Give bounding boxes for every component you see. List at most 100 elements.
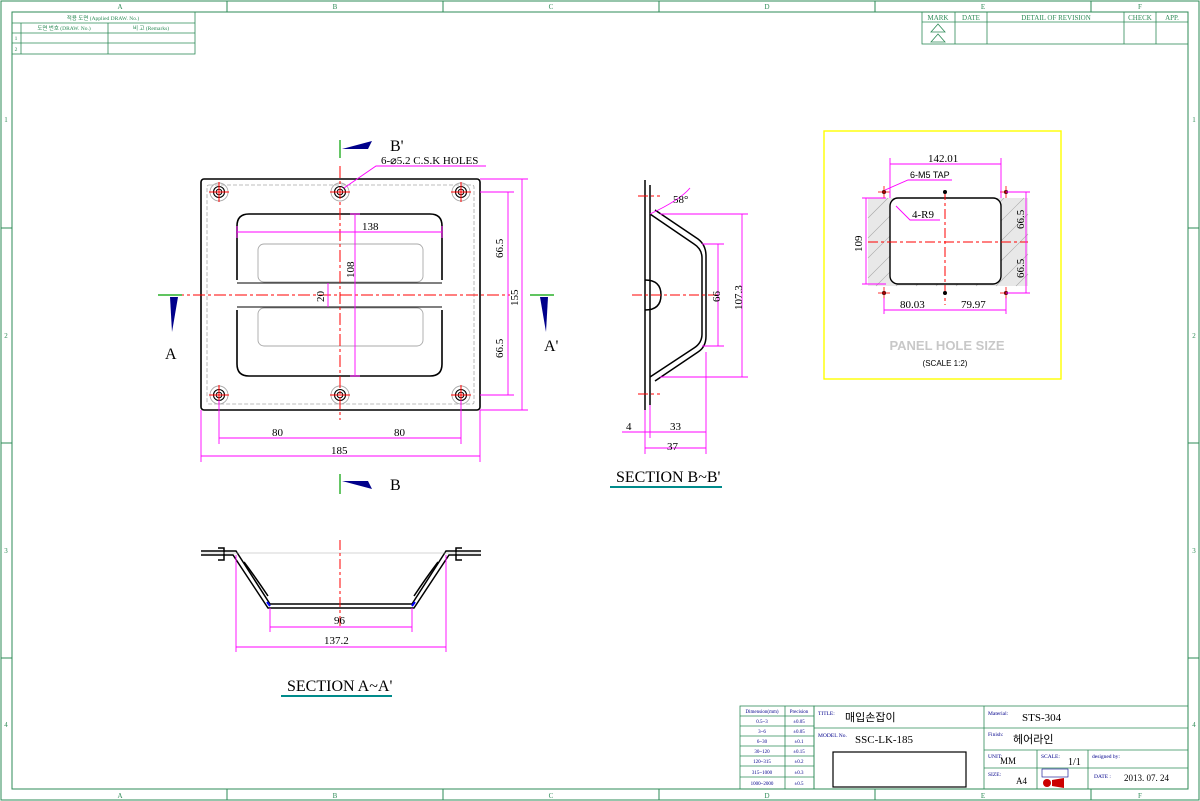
section-label-b-prime: B' (390, 138, 404, 155)
tol-header-dimension: Dimension(mm) (745, 710, 778, 715)
scale-value: 1/1 (1068, 757, 1081, 768)
dim-66-5-lower: 66.5 (494, 338, 506, 358)
applied-row-number: 1 (15, 36, 18, 42)
tol-header-precision: Precision (790, 710, 809, 715)
designed-label: designed by: (1092, 754, 1120, 760)
finish-label: Finish: (988, 732, 1004, 738)
row-label: 3 (4, 547, 8, 555)
revision-header-app: APP. (1165, 14, 1179, 22)
section-label-a-prime: A' (544, 338, 559, 355)
tol-dim: 120~315 (753, 760, 771, 765)
tol-dim: 0.5~3 (756, 720, 768, 725)
dim-155: 155 (509, 289, 521, 306)
applied-row-number: 2 (15, 47, 18, 53)
col-label: C (549, 3, 554, 11)
title-value: 매입손잡이 (845, 711, 896, 724)
dim-185: 185 (331, 445, 348, 457)
dim-37: 37 (667, 441, 679, 453)
tol-dim: 1000~2000 (751, 782, 774, 787)
col-label: F (1138, 792, 1142, 800)
panel-scale: (SCALE 1:2) (923, 359, 968, 368)
company-logo-icon (1041, 768, 1069, 788)
revision-header-date: DATE (962, 14, 980, 22)
dim-107-3: 107.3 (733, 285, 745, 310)
note-4-r9: 4-R9 (912, 209, 935, 221)
dim-80-right: 80 (394, 427, 406, 439)
tol-dim: 3~6 (758, 730, 766, 735)
title-block: TITLE: MODEL No. Material: Finish: UNIT:… (813, 705, 1189, 790)
revision-header-detail: DETAIL OF REVISION (1021, 14, 1091, 22)
revision-header-check: CHECK (1128, 14, 1152, 22)
date-value: 2013. 07. 24 (1124, 773, 1170, 783)
dim-138: 138 (362, 221, 379, 233)
tol-prec: ±0.15 (793, 750, 805, 755)
material-value: STS-304 (1022, 712, 1062, 724)
row-label: 3 (1192, 547, 1196, 555)
date-label: DATE : (1094, 774, 1111, 780)
row-label: 4 (4, 721, 8, 729)
size-label: SIZE: (988, 772, 1002, 778)
scale-label: SCALE: (1041, 754, 1060, 760)
dim-66-5-panel-lower: 66.5 (1015, 258, 1027, 278)
tol-prec: ±0.05 (793, 720, 805, 725)
dim-137-2: 137.2 (324, 635, 349, 647)
finish-value: 헤어라인 (1013, 733, 1053, 746)
dim-79-97: 79.97 (961, 299, 986, 311)
row-label: 2 (4, 332, 8, 340)
dim-66-5-panel-upper: 66.5 (1015, 209, 1027, 229)
revision-header-mark: MARK (927, 14, 948, 22)
col-label: C (549, 792, 554, 800)
revision-table: MARK DATE DETAIL OF REVISION CHECK APP. (921, 11, 1189, 45)
material-label: Material: (988, 711, 1009, 717)
dim-33: 33 (670, 421, 682, 433)
tol-prec: ±0.2 (795, 760, 804, 765)
row-label: 1 (1192, 116, 1196, 124)
unit-label: UNIT: (988, 754, 1003, 760)
tol-dim: 315~1000 (752, 771, 773, 776)
note-6-m5-tap: 6-M5 TAP (910, 170, 950, 180)
section-label-b: B (390, 477, 401, 494)
holes-note: 6-⌀5.2 C.S.K HOLES (381, 155, 478, 167)
row-label: 4 (1192, 721, 1196, 729)
dim-96: 96 (334, 615, 346, 627)
panel-hole-size: 142.01 6-M5 TAP 4-R9 109 66.5 66.5 80.03… (823, 130, 1062, 380)
section-b-b: 58° 66 107.3 4 33 37 SECTION B~B' (610, 180, 748, 488)
section-arrow-icon (170, 141, 548, 489)
col-label: A (117, 3, 122, 11)
section-label-a: A (165, 346, 177, 363)
applied-drawing-table: 적용 도면 (Applied DRAW. No.) 도면 번호 (DRAW. N… (11, 11, 196, 55)
logo-box (832, 751, 967, 788)
dim-66-5-upper: 66.5 (494, 238, 506, 258)
col-label: A (117, 792, 122, 800)
tol-prec: ±0.1 (795, 740, 804, 745)
col-label: F (1138, 3, 1142, 11)
col-label: B (333, 792, 338, 800)
dim-142-01: 142.01 (928, 153, 958, 165)
col-label: D (764, 3, 769, 11)
tol-prec: ±0.3 (795, 771, 804, 776)
unit-value: MM (1000, 756, 1016, 766)
col-label: B (333, 3, 338, 11)
dim-80-03: 80.03 (900, 299, 925, 311)
col-label: E (981, 3, 985, 11)
dim-66: 66 (711, 291, 723, 303)
col-label: E (981, 792, 985, 800)
col-label: D (764, 792, 769, 800)
dim-109: 109 (853, 235, 865, 252)
dim-108: 108 (345, 261, 357, 278)
section-a-a: 96 137.2 SECTION A~A' (201, 540, 481, 697)
applied-col-drawing: 도면 번호 (DRAW. No.) (37, 24, 91, 32)
row-label: 2 (1192, 332, 1196, 340)
dim-20: 20 (315, 291, 327, 303)
tolerance-table: Dimension(mm) Precision 0.5~3 ±0.05 3~6 … (739, 705, 815, 790)
model-value: SSC-LK-185 (855, 734, 914, 746)
dim-80-left: 80 (272, 427, 284, 439)
top-view: B' B A A' 6-⌀5.2 C.S.K HOLES (158, 138, 559, 494)
applied-col-remarks: 비 고 (Remarks) (133, 24, 169, 32)
size-value: A4 (1016, 776, 1027, 786)
title-label: TITLE: (818, 711, 835, 717)
section-aa-label: SECTION A~A' (287, 678, 392, 695)
tol-prec: ±0.05 (793, 730, 805, 735)
